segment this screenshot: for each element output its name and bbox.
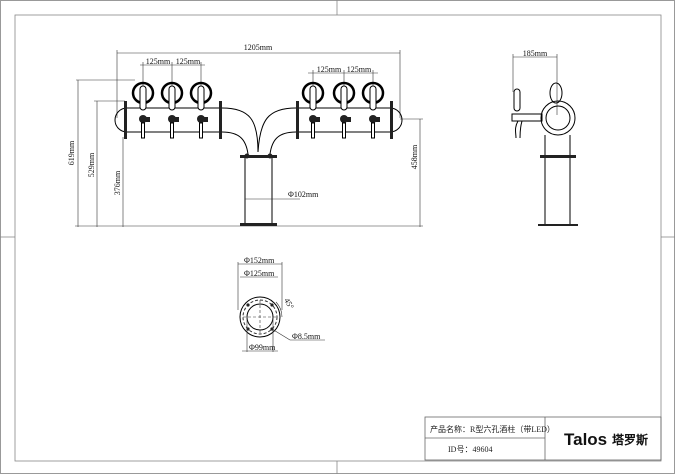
front-view: 1205mm 125mm 125mm 125mm 125mm 619mm 529… bbox=[67, 43, 423, 227]
tap-4 bbox=[301, 81, 325, 139]
title-block: 产品名称：R型六孔酒柱（带LED） ID号：49604 Talos 塔罗斯 bbox=[424, 416, 662, 461]
product-id: ID号：49604 bbox=[448, 445, 492, 454]
dim-spacing-left-1: 125mm bbox=[146, 57, 171, 66]
dim-outer-diameter: Φ152mm bbox=[244, 256, 275, 265]
dim-height-manifold: 529mm bbox=[87, 152, 96, 177]
tap-6 bbox=[361, 81, 385, 139]
dim-hole-diameter: Φ8.5mm bbox=[292, 332, 321, 341]
logo-talos: Talos bbox=[564, 430, 607, 449]
tap-5 bbox=[332, 81, 356, 139]
flange-view: Φ152mm Φ125mm 45° Φ8.5mm Φ99mm bbox=[237, 256, 325, 352]
dim-spacing-left-2: 125mm bbox=[176, 57, 201, 66]
tap-handles bbox=[131, 81, 385, 139]
tap-1 bbox=[131, 81, 155, 139]
tap-3 bbox=[189, 81, 213, 139]
side-view: 185mm bbox=[511, 49, 578, 226]
tap-2 bbox=[160, 81, 184, 139]
dim-column-diameter: Φ102mm bbox=[288, 190, 319, 199]
dim-height-right: 458mm bbox=[410, 144, 419, 169]
dim-width-total: 1205mm bbox=[244, 43, 273, 52]
dim-height-column: 376mm bbox=[113, 170, 122, 195]
dim-depth: 185mm bbox=[523, 49, 548, 58]
dim-height-total: 619mm bbox=[67, 140, 76, 165]
dim-angle: 45° bbox=[282, 297, 295, 311]
dim-inner-diameter: Φ99mm bbox=[249, 343, 276, 352]
dim-bolt-circle: Φ125mm bbox=[244, 269, 275, 278]
logo-chinese: 塔罗斯 bbox=[612, 432, 648, 447]
dim-spacing-right-2: 125mm bbox=[347, 65, 372, 74]
dim-spacing-right-1: 125mm bbox=[317, 65, 342, 74]
product-name: 产品名称：R型六孔酒柱（带LED） bbox=[430, 424, 555, 434]
